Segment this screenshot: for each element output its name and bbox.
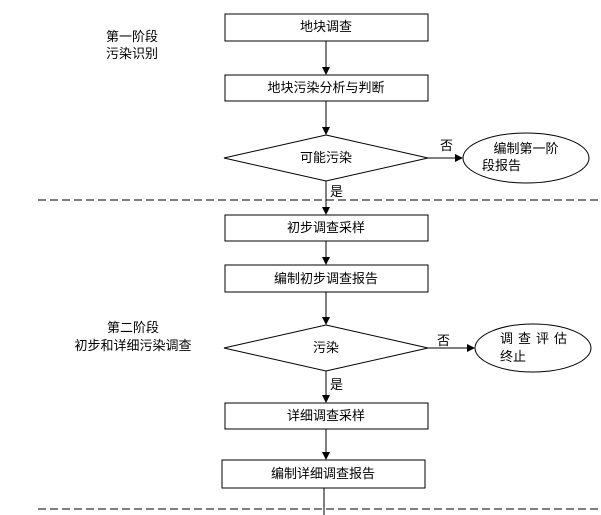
box-preliminary-sampling [224, 214, 429, 242]
box-preliminary-report [224, 264, 429, 293]
ellipse-phase1-report [462, 132, 590, 184]
terminal-terminate-line1: 调查评估 [500, 332, 573, 347]
phase2-label-line1: 第二阶段 [106, 321, 160, 336]
step-detailed-report: 编制详细调查报告 [270, 467, 376, 482]
step-detailed-sampling: 详细调查采样 [286, 409, 366, 424]
phase2-label-line2: 初步和详细污染调查 [74, 339, 192, 354]
edge-label-no-1: 否 [440, 139, 454, 154]
step-preliminary-report: 编制初步调查报告 [273, 272, 379, 287]
edge-label-no-2: 否 [437, 334, 451, 349]
step-preliminary-sampling: 初步调查采样 [286, 221, 366, 236]
terminal-terminate-line2: 终止 [500, 350, 527, 365]
phase1-label-line2: 污染识别 [106, 47, 159, 62]
phase1-label-line1: 第一阶段 [106, 30, 159, 45]
decision-possible-pollution: 可能污染 [299, 151, 353, 166]
step-site-survey: 地块调查 [299, 20, 353, 35]
box-pollution-analysis [224, 74, 429, 102]
box-detailed-report [221, 459, 426, 489]
terminal-report1-line2: 段报告 [482, 159, 522, 174]
step-pollution-analysis: 地块污染分析与判断 [267, 81, 385, 96]
decision-pollution: 污染 [312, 341, 340, 356]
box-site-survey [224, 13, 429, 42]
edge-label-yes-2: 是 [330, 378, 344, 393]
ellipse-terminate [474, 323, 592, 373]
terminal-report1-line1: 编制第一阶 [493, 142, 559, 157]
edge-label-yes-1: 是 [330, 185, 344, 200]
